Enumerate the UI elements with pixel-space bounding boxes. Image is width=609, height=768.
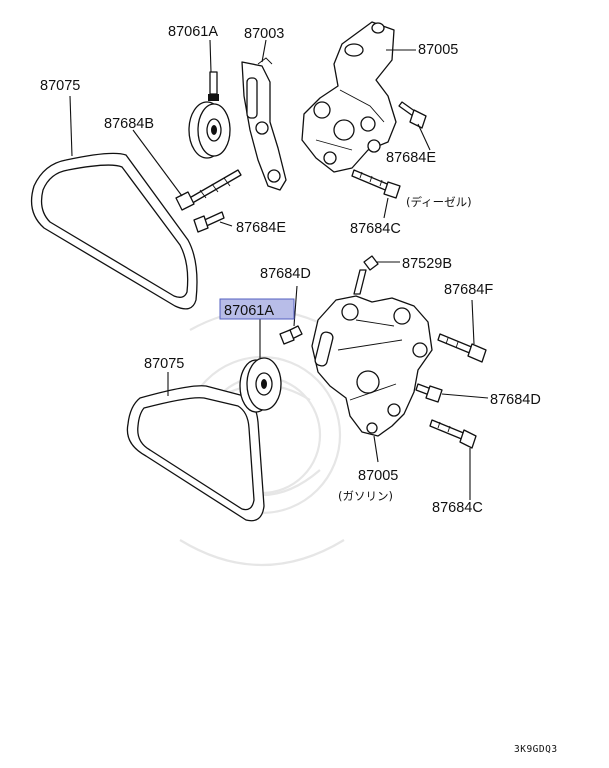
label-87684c-top[interactable]: 87684C (350, 221, 401, 237)
bolt-87529b (353, 255, 379, 295)
bolt-87684f (437, 333, 487, 363)
leader-lines (69, 39, 489, 500)
tensioner-bracket (241, 57, 287, 191)
label-87003[interactable]: 87003 (244, 26, 284, 42)
bolt-87684d-right (415, 383, 443, 403)
drive-belt-top (30, 152, 198, 310)
label-87684e-right[interactable]: 87684E (386, 150, 436, 166)
mounting-bracket-bottom (311, 295, 433, 437)
label-87005-top[interactable]: 87005 (418, 42, 458, 58)
label-87529b[interactable]: 87529B (402, 256, 452, 272)
idler-pulley-top (188, 71, 231, 159)
bolt-87684e-right (398, 101, 427, 129)
label-87684d-top[interactable]: 87684D (260, 266, 311, 282)
label-87005-bottom[interactable]: 87005 (358, 468, 398, 484)
bolt-87684c-top (351, 169, 401, 199)
bolt-87684c-bottom (429, 419, 477, 449)
mounting-bracket-top (301, 21, 397, 173)
label-87684c-bottom[interactable]: 87684C (432, 500, 483, 516)
figure-reference-code: 3K9GDQ3 (514, 744, 558, 755)
idler-pulley-bottom (239, 357, 282, 413)
label-87061a-top[interactable]: 87061A (168, 24, 218, 40)
label-87684d-right[interactable]: 87684D (490, 392, 541, 408)
label-87684f[interactable]: 87684F (444, 282, 493, 298)
note-diesel: (ディーゼル) (406, 195, 472, 209)
label-87075-bottom[interactable]: 87075 (144, 356, 184, 372)
note-gasoline: (ガソリン) (338, 489, 393, 503)
drive-belt-bottom (126, 385, 265, 522)
label-87684e-left[interactable]: 87684E (236, 220, 286, 236)
label-87075-top[interactable]: 87075 (40, 78, 80, 94)
bolt-87684d-top (279, 325, 303, 345)
bolt-87684e-left (193, 211, 225, 233)
part-highlight-box (219, 298, 295, 320)
label-87061a-highlighted[interactable]: 87061A (224, 303, 274, 319)
bolt-87684b (175, 169, 242, 211)
label-87684b[interactable]: 87684B (104, 116, 154, 132)
